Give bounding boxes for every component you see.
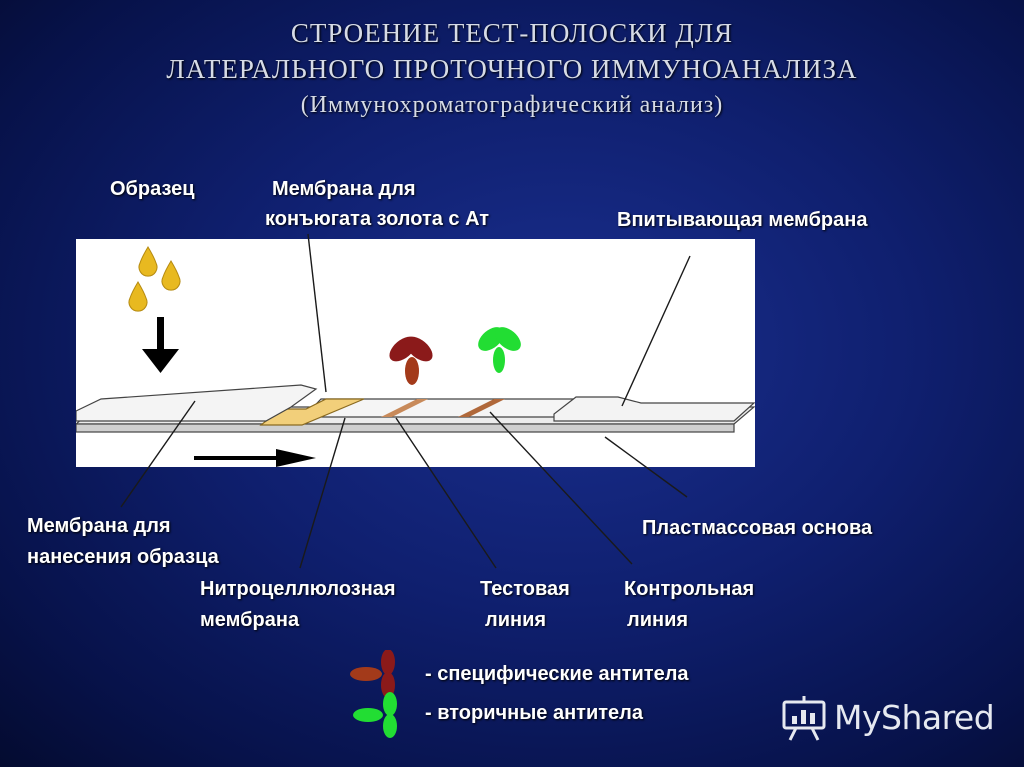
flow-direction-arrow-icon [194, 449, 316, 467]
watermark-text[interactable]: MyShared [834, 698, 995, 737]
legend-secondary-antibody-icon [353, 692, 397, 738]
label-absorbent-pad: Впитывающая мембрана [617, 209, 868, 231]
slide-title-line1: СТРОЕНИЕ ТЕСТ-ПОЛОСКИ ДЛЯ [290, 18, 734, 48]
label-sample: Образец [110, 178, 195, 200]
label-nitrocellulose-line1: Нитроцеллюлозная [200, 578, 396, 600]
legend-secondary-text: - вторичные антитела [425, 702, 643, 724]
label-test-line-line1: Тестовая [480, 578, 570, 600]
label-conjugate-pad-line1: Мембрана для [272, 178, 416, 200]
sample-pad [75, 384, 318, 422]
test-line [381, 399, 428, 417]
specific-antibody-icon [389, 336, 433, 385]
sample-drop-icon [128, 281, 148, 312]
control-line [458, 399, 505, 417]
label-nitrocellulose-line2: мембрана [200, 609, 300, 631]
label-control-line-line2: линия [627, 609, 689, 631]
sample-drop-icon [138, 246, 158, 277]
label-sample-pad-line2: нанесения образца [27, 546, 219, 568]
secondary-antibody-icon [478, 327, 521, 373]
label-sample-pad-line1: Мембрана для [27, 515, 171, 537]
label-plastic-base: Пластмассовая основа [642, 517, 873, 539]
presentation-board-icon [782, 696, 826, 741]
absorbent-pad [553, 396, 756, 422]
sample-drop-icon [161, 260, 181, 291]
legend-specific-text: - специфические антитела [425, 663, 689, 685]
label-test-line-line2: линия [485, 609, 547, 631]
slide-subtitle: (Иммунохроматографический анализ) [300, 92, 724, 118]
legend-specific-antibody-icon [350, 650, 395, 698]
label-control-line-line1: Контрольная [624, 578, 755, 600]
label-conjugate-pad-line2: конъюгата золота с Ат [265, 208, 490, 230]
test-strip-diagram [74, 246, 756, 467]
diagram-panel [74, 239, 756, 467]
down-arrow-icon [142, 317, 179, 373]
legend-icons [350, 650, 397, 738]
slide-title-line2: ЛАТЕРАЛЬНОГО ПРОТОЧНОГО ИММУНОАНАЛИЗА [166, 54, 858, 84]
